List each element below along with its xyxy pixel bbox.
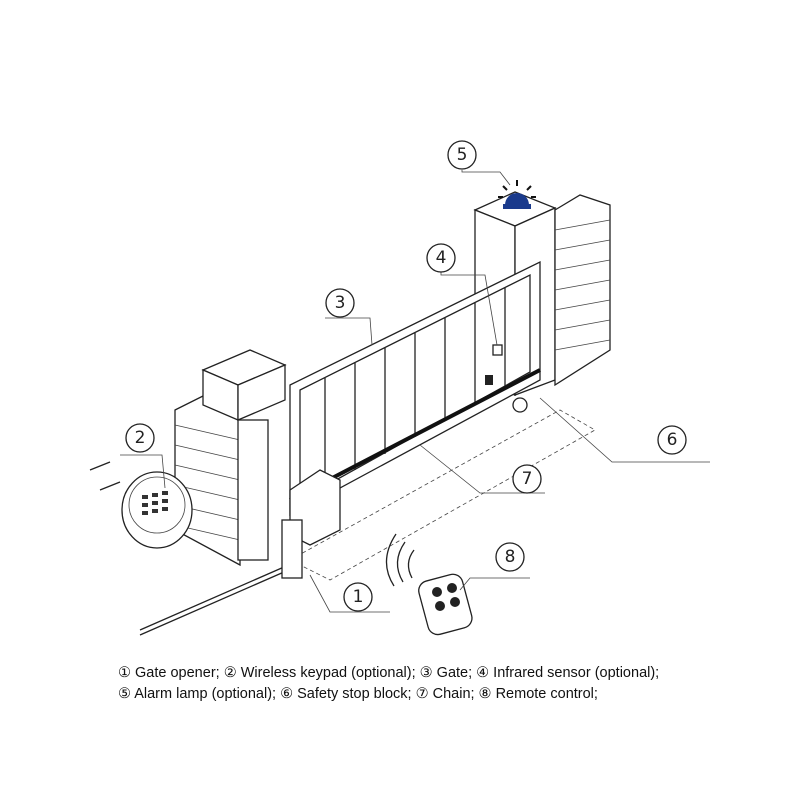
callout-6: 6	[657, 425, 687, 455]
remote-control	[385, 533, 473, 636]
svg-text:3: 3	[335, 293, 346, 313]
callout-1: 1	[343, 582, 373, 612]
caption-line-1: ① Gate opener; ② Wireless keypad (option…	[118, 665, 660, 681]
caption-line-2: ⑤ Alarm lamp (optional); ⑥ Safety stop b…	[118, 686, 598, 702]
svg-text:8: 8	[505, 547, 516, 567]
callout-7: 7	[512, 464, 542, 494]
svg-text:1: 1	[353, 587, 364, 607]
alarm-lamp-icon	[498, 180, 536, 209]
legend-caption: ① Gate opener; ② Wireless keypad (option…	[118, 663, 659, 705]
callout-5: 5	[447, 140, 477, 170]
svg-text:4: 4	[436, 248, 447, 268]
callout-3: 3	[325, 288, 355, 318]
svg-text:5: 5	[457, 145, 468, 165]
svg-text:7: 7	[522, 469, 533, 489]
svg-text:2: 2	[135, 428, 146, 448]
left-brick-wall	[174, 394, 241, 567]
callout-8: 8	[495, 542, 525, 572]
wireless-keypad	[89, 461, 193, 549]
infrared-sensor-receiver	[485, 375, 493, 385]
left-pillar	[201, 349, 287, 561]
callout-4: 4	[426, 243, 456, 273]
right-brick-wall	[554, 194, 611, 387]
infrared-sensor	[492, 344, 503, 356]
svg-text:6: 6	[667, 430, 678, 450]
gate-opener	[281, 469, 341, 579]
cable-conduit	[139, 559, 301, 631]
safety-stop-block	[512, 397, 528, 413]
callout-2: 2	[125, 423, 155, 453]
